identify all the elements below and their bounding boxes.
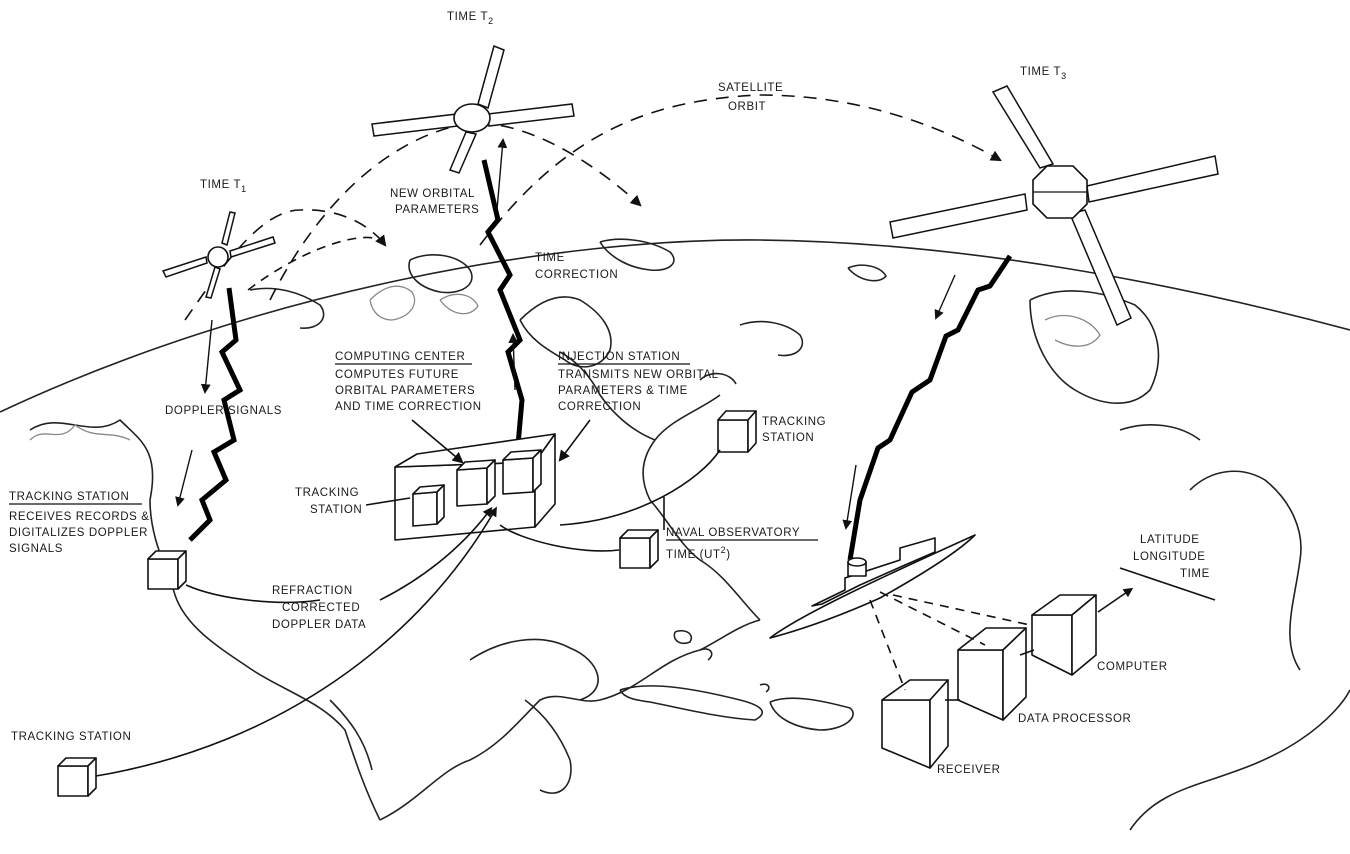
injection-station-description: TRANSMITS NEW ORBITAL PARAMETERS & TIME …: [558, 369, 722, 413]
satellite-orbit-paths: [185, 95, 1000, 320]
receiver-cube: [882, 680, 948, 768]
injection-station-title: INJECTION STATION: [558, 351, 680, 363]
tracking-station-south-cube: [58, 758, 96, 796]
satellite-t2: [372, 46, 574, 173]
computer-label: COMPUTER: [1097, 661, 1168, 673]
satellite-t1: [163, 212, 275, 298]
tracking-station-west-description: RECEIVES RECORDS & DIGITALIZES DOPPLER S…: [9, 511, 153, 555]
data-processor-label: DATA PROCESSOR: [1018, 713, 1131, 725]
doppler-signals-label: DOPPLER SIGNALS: [165, 405, 282, 417]
time-labels: TIME T1 TIME T2 TIME T3: [200, 11, 1067, 194]
satellite-t3: [890, 86, 1218, 325]
tracking-station-east-cube: [718, 411, 756, 452]
tracking-station-west-title: TRACKING STATION: [9, 491, 129, 503]
refraction-corrected-label: REFRACTION CORRECTED DOPPLER DATA: [272, 585, 366, 631]
computing-center-description: COMPUTES FUTURE ORBITAL PARAMETERS AND T…: [335, 369, 482, 413]
naval-observatory-title: NAVAL OBSERVATORY: [666, 527, 800, 539]
time-t2-label: TIME T2: [447, 11, 494, 26]
time-t3-label: TIME T3: [1020, 66, 1067, 81]
ship: [770, 535, 975, 638]
tracking-station-west-cube: [148, 551, 186, 589]
output-label: LATITUDE LONGITUDE TIME: [1133, 534, 1210, 580]
naval-observatory-time: TIME (UT2): [666, 545, 731, 561]
naval-observatory-cube: [620, 530, 658, 568]
time-t1-label: TIME T1: [200, 179, 247, 194]
receiver-label: RECEIVER: [937, 764, 1001, 776]
computing-center-title: COMPUTING CENTER: [335, 351, 465, 363]
tracking-station-south-label: TRACKING STATION: [11, 731, 131, 743]
signal-direction-arrows: [178, 140, 955, 528]
central-station-complex: [395, 434, 555, 540]
data-processor-cube: [958, 628, 1026, 720]
computer-cube: [1032, 595, 1096, 675]
